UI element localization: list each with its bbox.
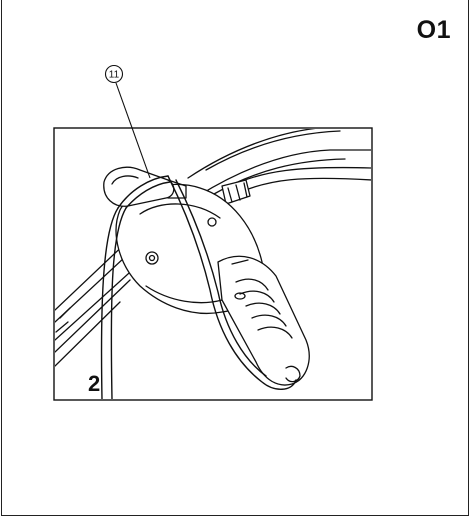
callout-leader-line [115,82,151,179]
cable-clip [221,179,251,205]
cable-loop [100,175,297,399]
callout-number: 11 [109,70,120,81]
callout-circle [104,64,124,84]
step-number: 2 [88,371,100,396]
callout-marker: 11 [104,64,124,84]
page-code-label: O1 [416,16,451,44]
